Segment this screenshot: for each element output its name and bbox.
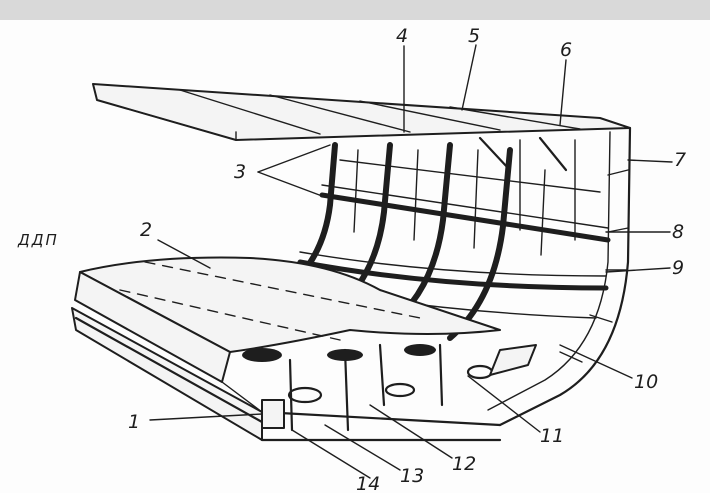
inner-bottom xyxy=(79,256,501,353)
label-5: 5 xyxy=(468,25,480,47)
deck-brackets xyxy=(478,136,576,241)
label-4: 4 xyxy=(396,25,408,47)
panel-lines xyxy=(353,149,546,256)
label-10: 10 xyxy=(634,371,658,393)
label-8: 8 xyxy=(672,221,684,243)
side-label: ДДП xyxy=(17,231,59,249)
top-band xyxy=(0,0,710,20)
double-bottom xyxy=(71,271,537,442)
label-6: 6 xyxy=(560,39,572,61)
label-7: 7 xyxy=(674,149,686,171)
label-9: 9 xyxy=(672,257,684,279)
label-11: 11 xyxy=(540,425,564,447)
side-shell xyxy=(487,126,632,427)
label-2: 2 xyxy=(140,219,152,241)
callout-labels: 1 2 3 4 5 6 7 8 9 10 11 12 13 14 xyxy=(128,25,686,493)
deck-plating xyxy=(92,83,631,141)
label-14: 14 xyxy=(356,473,380,493)
label-13: 13 xyxy=(400,465,424,487)
label-3: 3 xyxy=(234,161,246,183)
side-stringers xyxy=(285,159,611,319)
leader-lines xyxy=(149,44,673,479)
label-12: 12 xyxy=(452,453,476,475)
label-1: 1 xyxy=(128,411,140,433)
